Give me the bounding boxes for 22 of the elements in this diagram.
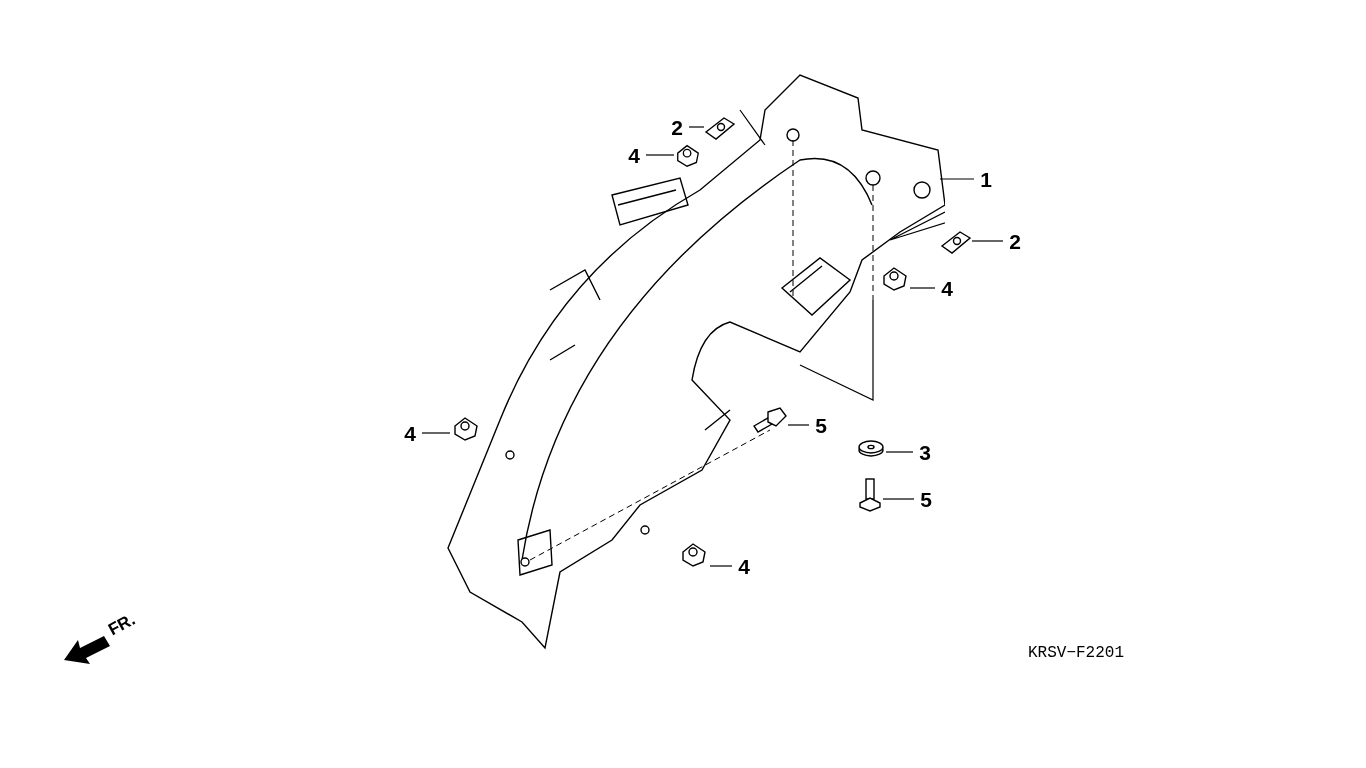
leader-line [688, 126, 705, 128]
leader-line [421, 432, 451, 434]
callout-number: 4 [624, 142, 644, 168]
leader-line [882, 498, 915, 500]
callout-number: 5 [916, 486, 936, 512]
callout-number: 4 [734, 553, 754, 579]
callout-number: 5 [811, 412, 831, 438]
callout-number: 3 [915, 439, 935, 465]
callout-number: 4 [937, 275, 957, 301]
leader-line [939, 178, 975, 180]
callout-number: 2 [1005, 228, 1025, 254]
leader-line [909, 287, 936, 289]
leader-line [885, 451, 914, 453]
callout-number: 1 [976, 166, 996, 192]
leader-line [645, 154, 675, 156]
leader-line [971, 240, 1004, 242]
callout-number: 4 [400, 420, 420, 446]
leader-line [709, 565, 733, 567]
callout-number: 2 [667, 114, 687, 140]
drawing-code: KRSV−F2201 [1028, 645, 1124, 661]
leader-line [787, 424, 810, 426]
front-direction-label: FR. [105, 610, 138, 639]
